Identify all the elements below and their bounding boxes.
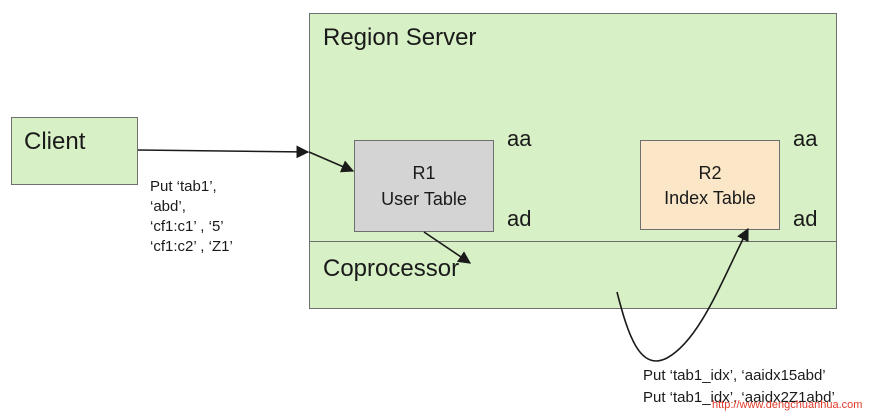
server-to-r1-arrow: [308, 151, 355, 173]
coprocessor-divider: [310, 241, 836, 242]
r1-subtitle: User Table: [381, 189, 467, 209]
r1-to-coprocessor-arrow: [423, 231, 472, 264]
coprocessor-to-r2-arrow: [616, 227, 749, 362]
r1-start-key: aa: [507, 126, 532, 151]
r2-title: R2: [698, 163, 722, 183]
r2-index-table-box: R2 Index Table: [640, 140, 780, 230]
client-put-line-3: ‘cf1:c1’ , ‘5’: [150, 218, 224, 235]
region-server-label: Region Server: [323, 24, 477, 51]
r1-user-table-box: R1 User Table: [354, 140, 494, 232]
watermark-text: http://www.dengchuanhua.com: [712, 399, 863, 411]
client-put-line-1: Put ‘tab1’,: [150, 178, 217, 195]
client-to-server-arrow: [137, 145, 310, 159]
client-put-line-4: ‘cf1:c2’ , ‘Z1’: [150, 238, 233, 255]
index-put-line-1: Put ‘tab1_idx’, ‘aaidx15abd’: [643, 367, 826, 384]
r2-subtitle: Index Table: [664, 188, 756, 208]
r1-title: R1: [412, 163, 436, 183]
client-put-line-2: ‘abd’,: [150, 198, 186, 215]
client-label: Client: [24, 128, 86, 155]
r2-start-key: aa: [793, 126, 818, 151]
coprocessor-label: Coprocessor: [323, 255, 460, 282]
index-put-line-2: Put ‘tab1_idx’, ‘aaidx2Z1abd’: [643, 389, 835, 406]
client-box: [11, 117, 138, 185]
r2-end-key: ad: [793, 206, 818, 231]
r1-end-key: ad: [507, 206, 532, 231]
